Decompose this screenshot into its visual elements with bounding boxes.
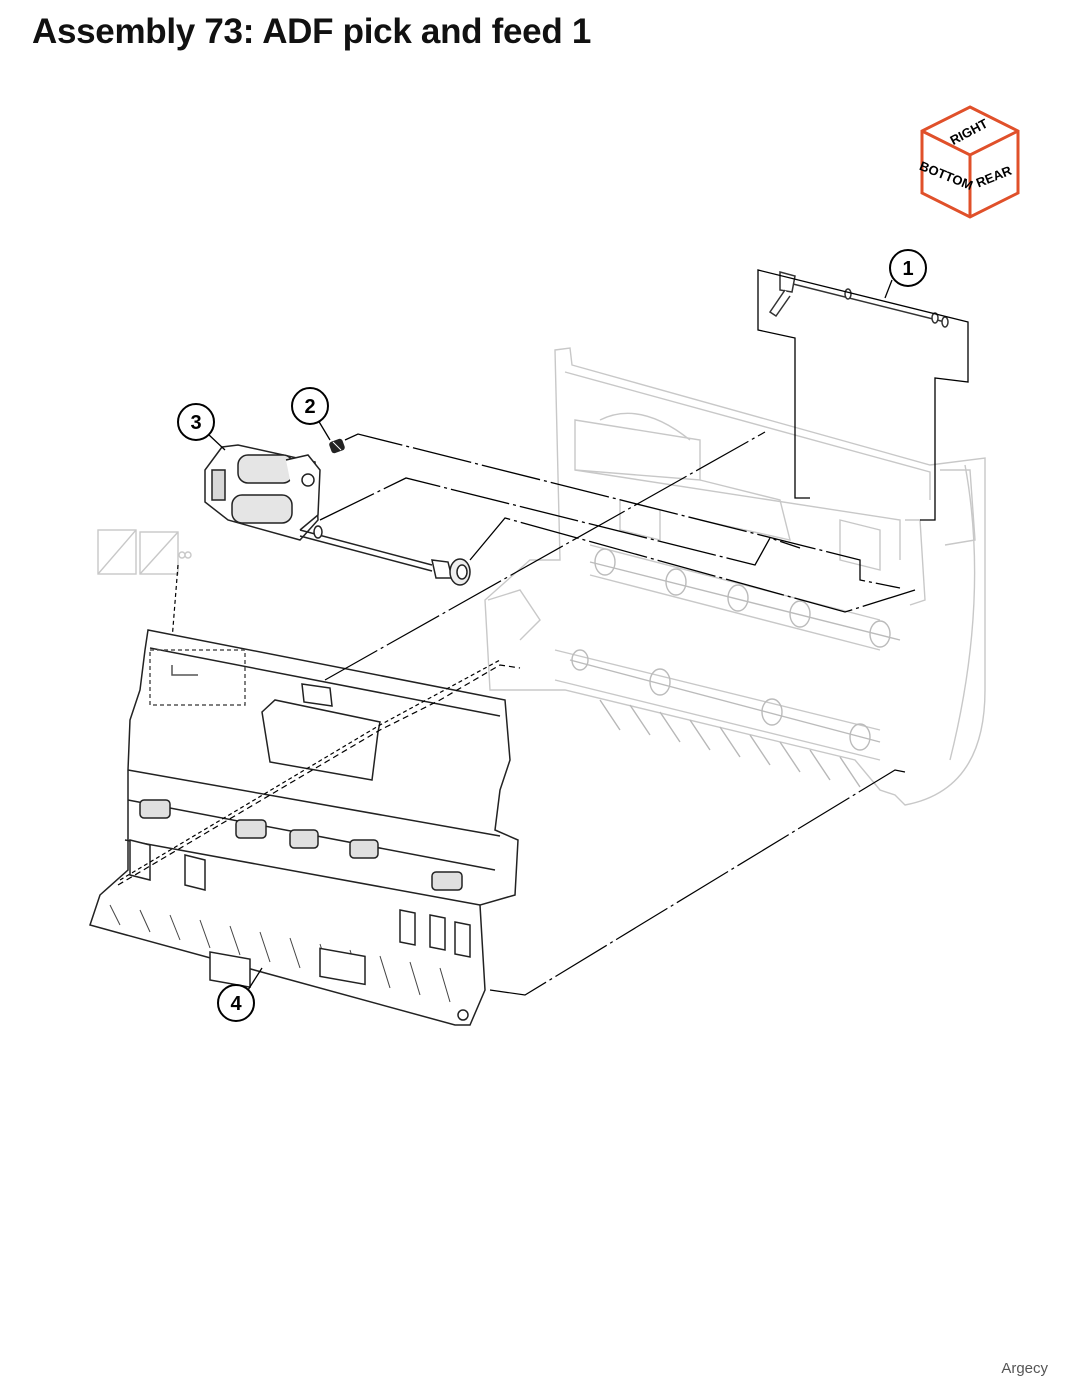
part-3-leader-a xyxy=(319,477,801,566)
callout-number-3: 3 xyxy=(190,412,201,434)
part-3-pick-roller-assembly xyxy=(204,444,471,586)
page-title: Assembly 73: ADF pick and feed 1 xyxy=(32,12,592,51)
callout-number-1: 1 xyxy=(902,258,913,280)
callout-2: 2 xyxy=(291,387,331,441)
part-1-leader-bracket xyxy=(757,269,969,521)
part-4-leader-a xyxy=(324,431,766,681)
part-4-leader-b xyxy=(117,664,521,886)
part-3-leader-b xyxy=(469,517,916,613)
part-4-feed-guide-frame xyxy=(89,629,519,1026)
adf-frame-housing xyxy=(484,347,986,806)
callout-number-4: 4 xyxy=(230,993,242,1015)
part-2-leader xyxy=(344,433,901,589)
part-2-spring xyxy=(329,438,345,454)
label-sticker xyxy=(97,529,192,575)
watermark-text: Argecy xyxy=(1001,1360,1048,1377)
part-4-leader-d xyxy=(489,769,906,996)
callout-3: 3 xyxy=(177,403,226,451)
callout-1: 1 xyxy=(884,249,927,299)
part-1-shaft-lever xyxy=(768,271,949,328)
part-4-leader-c xyxy=(119,659,501,881)
orientation-cube: RIGHT BOTTOM REAR xyxy=(917,105,1020,219)
callout-4: 4 xyxy=(217,967,263,1022)
part-1-leader-left xyxy=(757,292,810,499)
callout-number-2: 2 xyxy=(304,396,315,418)
